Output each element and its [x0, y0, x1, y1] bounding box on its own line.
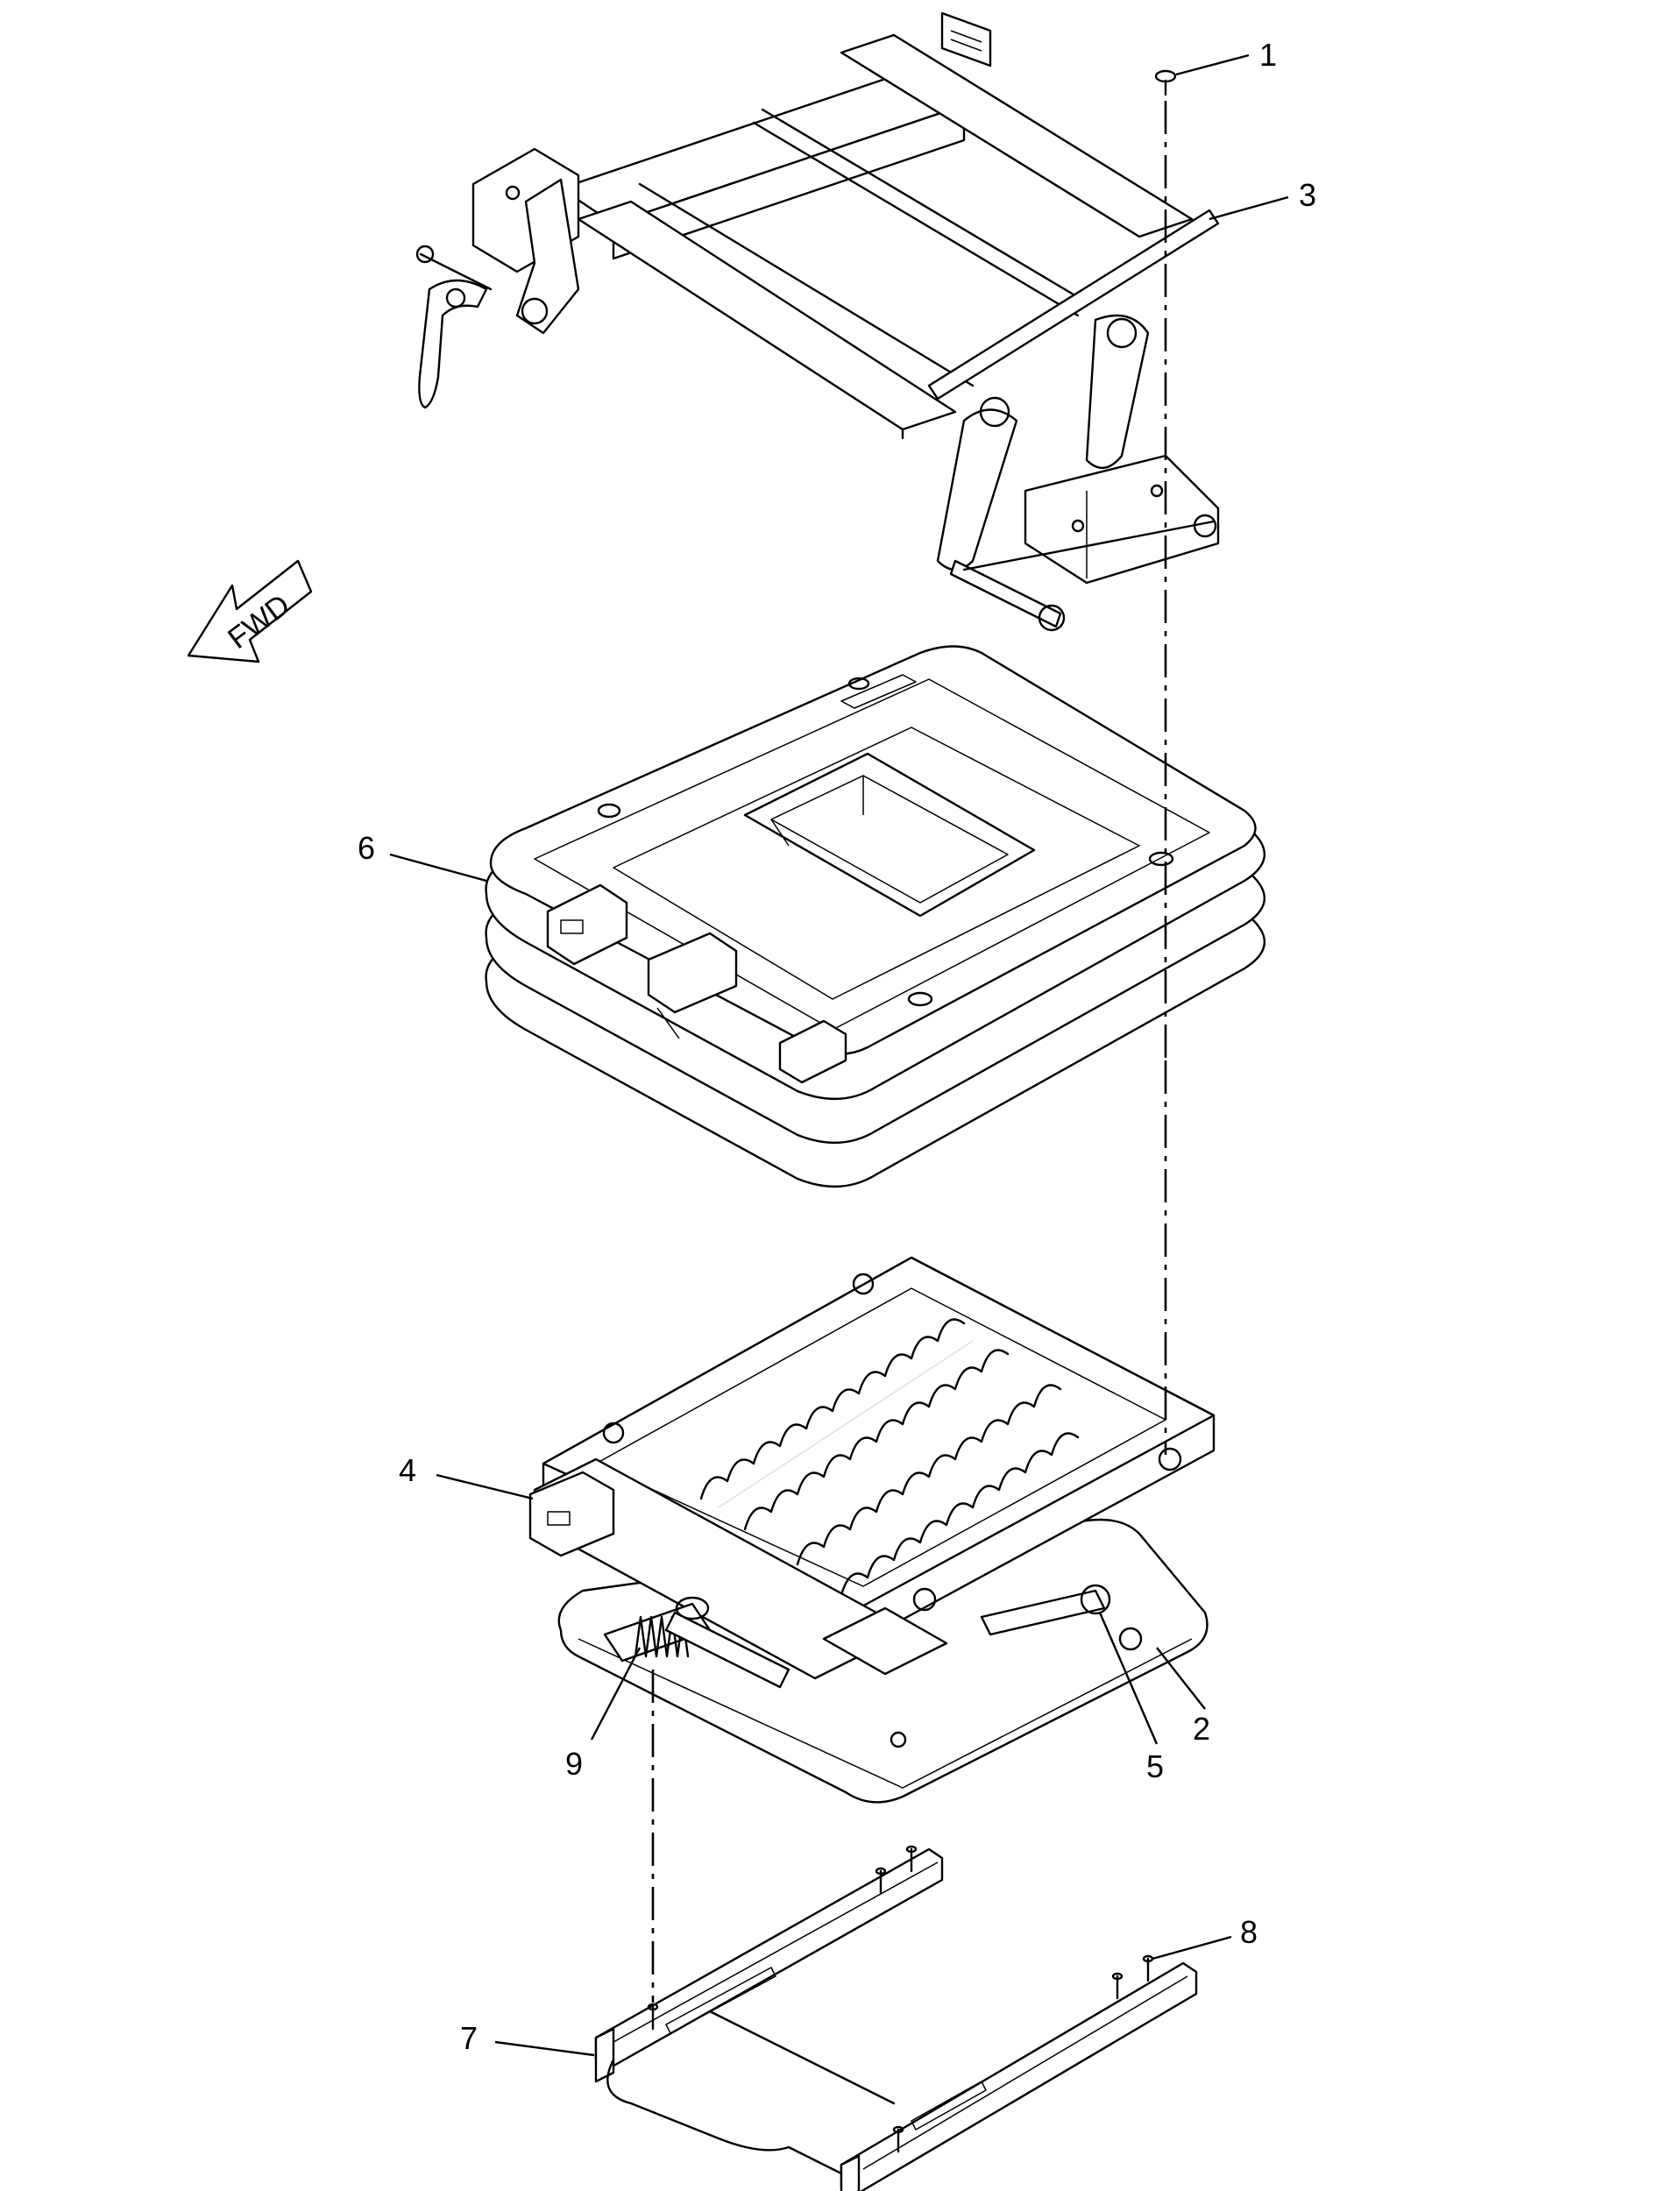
rail-studs: [647, 1845, 1154, 2153]
leader-lines: [389, 53, 1289, 2057]
slide-rail-assembly: [594, 1845, 1198, 2191]
bolt: [1154, 69, 1177, 96]
callout-5: 5: [1146, 1748, 1164, 1784]
callout-3: 3: [1299, 177, 1316, 213]
callout-9: 9: [565, 1746, 583, 1782]
suspension-mechanism: [528, 1256, 1216, 1804]
alignment-lines: [651, 101, 1167, 2003]
callout-1: 1: [1259, 37, 1277, 73]
callout-8: 8: [1240, 1914, 1258, 1950]
callout-2: 2: [1193, 1711, 1210, 1747]
suspension-bellows: [485, 645, 1266, 1188]
callout-labels: 1 2 3 4 5 6 7 8 9: [358, 37, 1316, 2056]
fwd-direction-arrow: FWD: [187, 559, 313, 663]
upper-frame-assembly: [415, 11, 1220, 632]
coil-springs: [699, 1318, 1080, 1597]
callout-4: 4: [399, 1452, 416, 1488]
callout-6: 6: [358, 830, 375, 866]
callout-7: 7: [460, 2020, 478, 2056]
